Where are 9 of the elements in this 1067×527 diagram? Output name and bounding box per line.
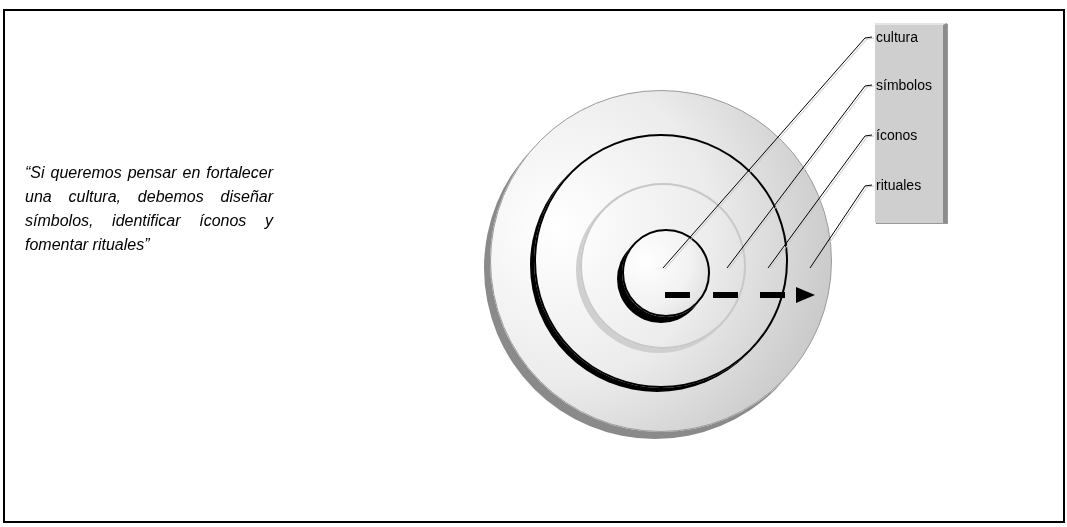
leader-line: [726, 84, 875, 270]
ring-label: símbolos: [872, 76, 933, 94]
leader-line: [662, 36, 875, 270]
ring-label: íconos: [872, 126, 918, 144]
ring-label: cultura: [872, 28, 919, 46]
leader-line: [809, 184, 875, 270]
ring-label: rituales: [872, 176, 922, 194]
quote-text: “Si queremos pensar en fortalecer una cultura, debemos diseñar símbolos, identificar íconos y fomentar rituales”: [25, 163, 273, 255]
leader-line: [767, 134, 875, 270]
